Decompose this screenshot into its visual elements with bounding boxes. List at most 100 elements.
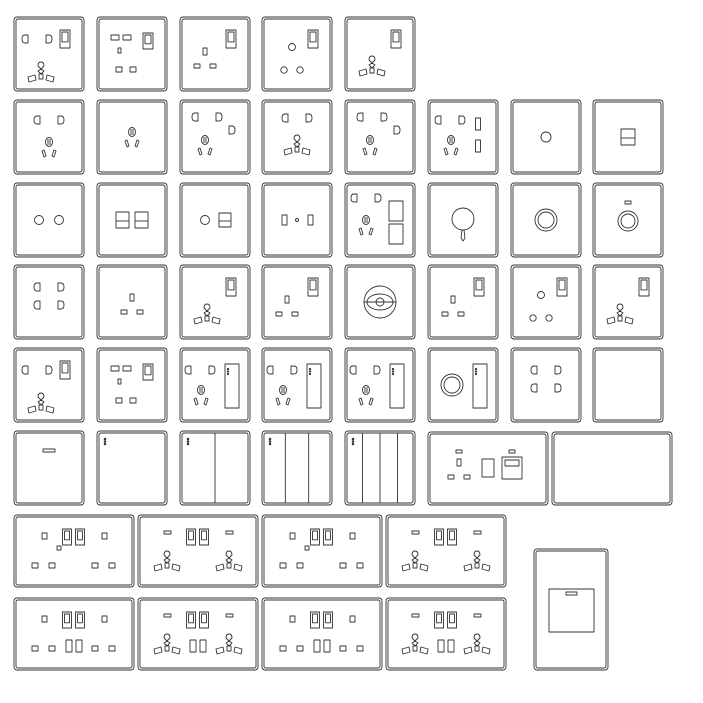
plate-inner-frame xyxy=(594,184,662,256)
plate-frame xyxy=(179,347,251,423)
plate-multi-socket-with-switch xyxy=(592,264,664,340)
plate-universal-socket xyxy=(261,99,333,175)
rocker-face xyxy=(449,613,455,624)
mini-switch xyxy=(475,117,481,131)
plate-double-rocker xyxy=(96,182,168,258)
multi-mid-slot xyxy=(163,557,171,564)
indicator-bar xyxy=(565,591,578,596)
multi-mid-slot xyxy=(368,62,376,69)
d-slot xyxy=(57,300,65,310)
plate-inner-frame xyxy=(263,599,381,669)
d-slot xyxy=(350,193,358,203)
multi-earth-slot xyxy=(369,67,375,74)
large-rocker xyxy=(548,588,595,633)
angled-pin xyxy=(453,147,459,156)
rocker-switch xyxy=(59,360,71,380)
slot xyxy=(339,645,347,652)
multi-earth-slot xyxy=(164,562,170,569)
d-slot xyxy=(393,125,401,135)
multi-left-slot xyxy=(401,563,411,572)
indicator-bar xyxy=(508,449,516,454)
plate-one-gang-touch xyxy=(96,430,168,506)
plate-frame xyxy=(261,264,333,340)
angled-pin xyxy=(41,149,47,158)
rocker-face xyxy=(144,34,152,45)
d-slot xyxy=(215,112,223,122)
plate-inner-frame xyxy=(98,101,166,173)
indicator-bar xyxy=(411,613,420,618)
plate-inner-frame xyxy=(594,101,662,173)
plate-twin-uk-socket-with-usb xyxy=(261,597,383,671)
dimmer-core xyxy=(537,211,555,229)
indicator xyxy=(54,215,64,225)
card-dot xyxy=(308,367,312,371)
plate-frame xyxy=(510,264,582,340)
plate-five-pin-socket-with-switches xyxy=(427,99,499,175)
d-slot xyxy=(33,115,41,125)
rocker-switch xyxy=(199,528,209,546)
plate-inner-frame xyxy=(98,18,166,90)
plate-blank-with-indicator xyxy=(510,99,582,175)
d-slot xyxy=(184,365,192,375)
angled-pin xyxy=(285,397,291,406)
center-pin xyxy=(45,137,53,147)
plate-dimmer-with-indicator xyxy=(592,182,664,258)
plate-twin-uk-socket xyxy=(13,514,135,588)
d-slot xyxy=(33,282,41,292)
usb-port xyxy=(313,639,321,653)
rocker-switch xyxy=(75,528,85,546)
card-slot xyxy=(306,363,322,409)
multi-left-slot xyxy=(27,74,37,83)
d-slot xyxy=(356,112,364,122)
slot xyxy=(129,397,137,404)
plate-frame xyxy=(179,182,251,258)
rocker-switch xyxy=(638,277,650,297)
fuse-cover xyxy=(122,34,132,41)
plate-frame xyxy=(261,99,333,175)
plate-frame xyxy=(427,347,499,423)
fuse-cover xyxy=(110,365,120,372)
angled-pin xyxy=(124,139,130,148)
plate-inner-frame xyxy=(98,432,166,504)
angled-pin xyxy=(197,147,203,156)
rocker-switch xyxy=(134,211,149,229)
multi-right-slot xyxy=(624,316,634,325)
neutral-slot xyxy=(463,474,471,480)
multi-top-slot xyxy=(473,550,481,559)
plate-inner-frame xyxy=(263,18,331,90)
plate-inner-frame xyxy=(263,432,331,504)
multi-right-slot xyxy=(45,74,55,83)
plate-frame xyxy=(96,430,168,506)
plate-inner-frame xyxy=(181,266,249,338)
rocker-switch xyxy=(115,211,130,229)
d-slot xyxy=(290,365,298,375)
angled-pin xyxy=(51,149,57,158)
plate-inner-frame xyxy=(139,599,257,669)
rocker-face xyxy=(227,279,235,291)
screw xyxy=(56,545,62,551)
plate-frame xyxy=(592,347,664,423)
rocker-switch xyxy=(390,29,402,49)
d-slot xyxy=(45,34,53,44)
plate-inner-frame xyxy=(512,184,580,256)
indicator-bar xyxy=(225,530,234,535)
plate-socket-with-two-switches xyxy=(344,182,416,258)
plate-inner-frame xyxy=(263,101,331,173)
rocker-switch xyxy=(310,611,320,629)
plate-frame xyxy=(179,264,251,340)
indicator-bar xyxy=(473,613,482,618)
multi-left-slot xyxy=(606,316,616,325)
plate-inner-frame xyxy=(98,349,166,421)
plate-knob-with-card-slot xyxy=(427,347,499,423)
multi-right-slot xyxy=(233,563,243,572)
plate-frame xyxy=(385,514,507,588)
multi-top-slot xyxy=(411,550,419,559)
plate-five-pin-socket xyxy=(344,99,416,175)
angled-pin xyxy=(443,147,449,156)
gang-dot xyxy=(186,442,190,446)
gang-dot xyxy=(103,437,107,441)
plate-three-pin-socket xyxy=(96,99,168,175)
plate-ceiling-rose xyxy=(344,264,416,340)
angled-pin xyxy=(358,397,364,406)
angled-pin xyxy=(372,147,378,156)
